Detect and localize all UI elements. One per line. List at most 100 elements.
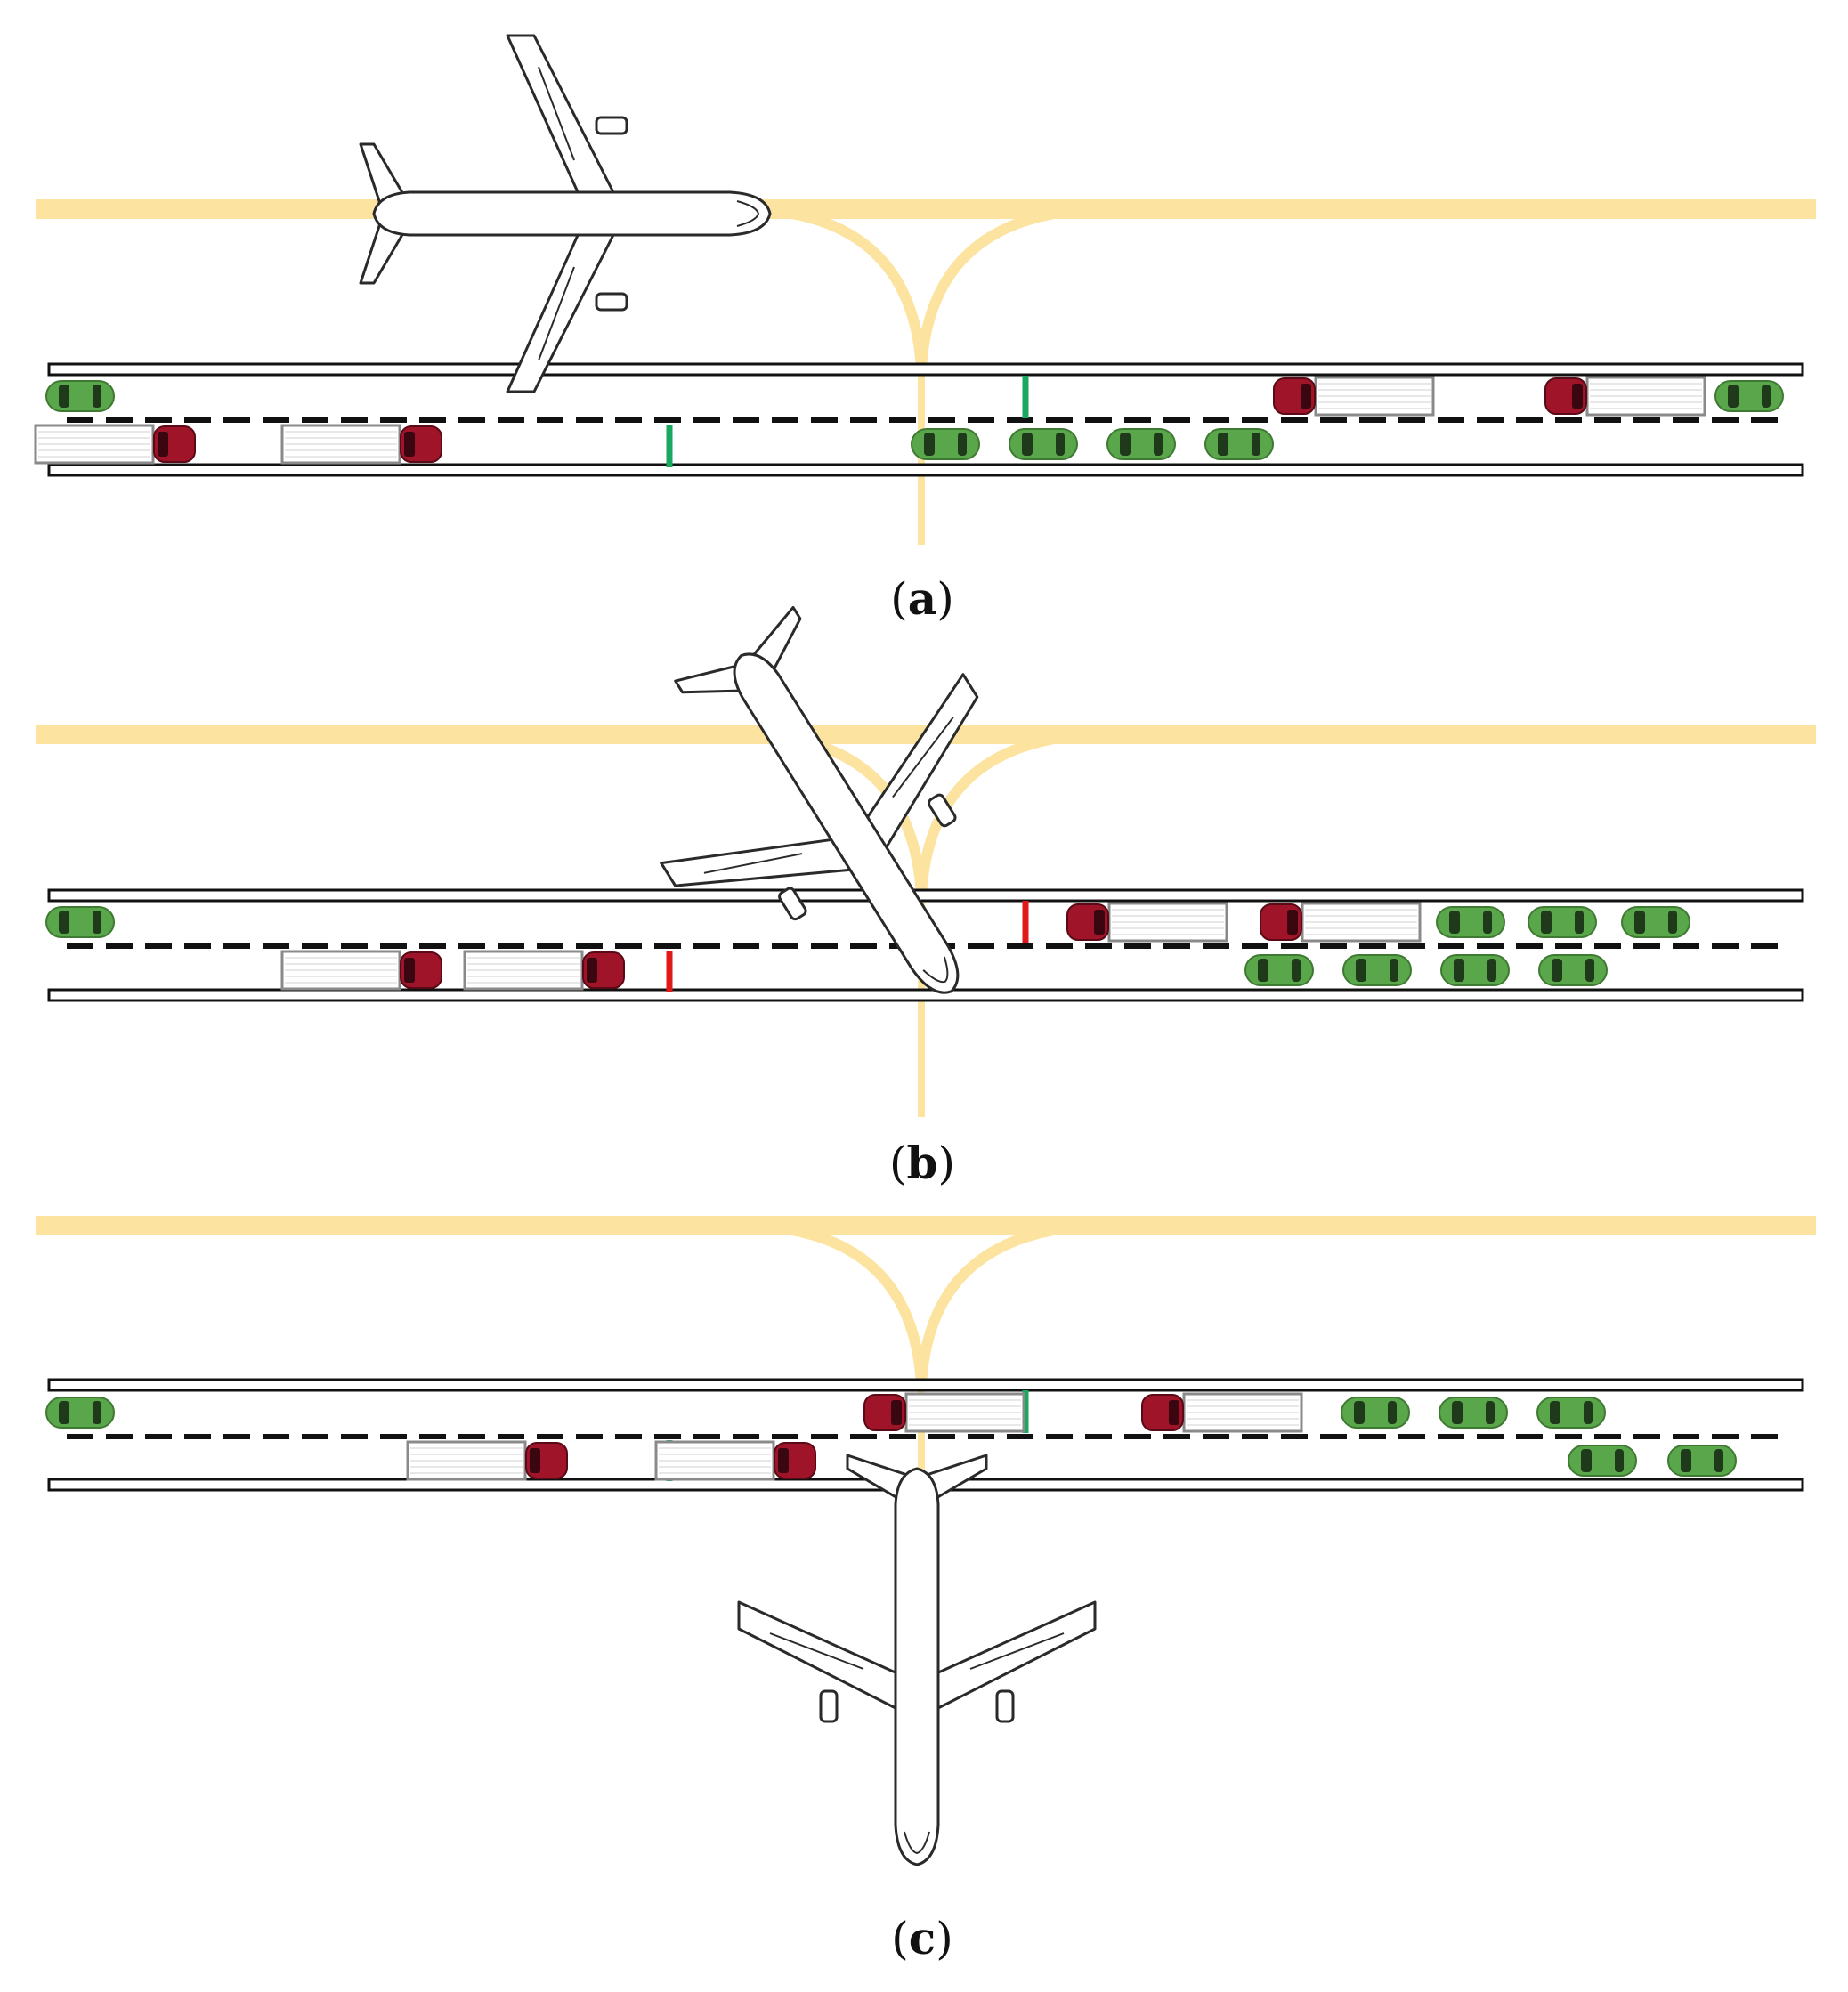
truck-windshield [587, 958, 597, 983]
panel-label-a: (a) [890, 572, 953, 625]
truck-windshield [158, 432, 168, 457]
label-paren-open: ( [889, 1138, 907, 1189]
truck-windshield [404, 432, 415, 457]
road-edge-north [47, 362, 1804, 377]
truck [280, 424, 442, 465]
truck [406, 1440, 568, 1481]
aircraft [737, 1454, 1097, 1866]
truck [1273, 376, 1435, 417]
car-body [1342, 954, 1412, 986]
car-window [1584, 1401, 1593, 1424]
car-window [59, 385, 69, 408]
car [1204, 428, 1274, 460]
car-body [1538, 954, 1608, 986]
car-window [1486, 1401, 1495, 1424]
car-window [1056, 433, 1065, 456]
left-wing [506, 34, 616, 196]
car-body [1536, 1397, 1606, 1429]
car-body [45, 1397, 115, 1429]
truck [280, 950, 442, 991]
car-window [1728, 385, 1739, 408]
truck [1141, 1392, 1303, 1433]
car-window [1483, 911, 1492, 934]
label-paren-close: ) [936, 573, 954, 625]
truck [463, 950, 625, 991]
truck-windshield [1287, 910, 1298, 935]
car [1440, 954, 1510, 986]
car-window [1714, 1449, 1723, 1472]
car-window [924, 433, 935, 456]
truck [1544, 376, 1706, 417]
car-window [1390, 959, 1398, 982]
car [1714, 380, 1784, 412]
car-body [1667, 1445, 1737, 1477]
truck-windshield [891, 1400, 902, 1425]
car-window [1292, 959, 1301, 982]
car-window [1354, 1401, 1365, 1424]
car-window [1541, 911, 1552, 934]
cockpit-line [736, 200, 760, 227]
truck-windshield [1169, 1400, 1179, 1425]
right-engine [778, 887, 807, 921]
car [45, 380, 115, 412]
car [1538, 954, 1608, 986]
truck [1066, 902, 1228, 943]
car-window [1615, 1449, 1624, 1472]
truck-windshield [1094, 910, 1105, 935]
left-wing [935, 1600, 1097, 1711]
truck-windshield [404, 958, 415, 983]
panel-label-c: (c) [891, 1912, 952, 1964]
car-window [1487, 959, 1496, 982]
car-body [1568, 1445, 1637, 1477]
car [1667, 1445, 1737, 1477]
car-window [93, 911, 101, 934]
car-window [93, 385, 101, 408]
taxiway-branch-left [751, 1220, 927, 1386]
cockpit-line [904, 1831, 930, 1855]
car [1244, 954, 1314, 986]
car [1342, 954, 1412, 986]
car-window [1454, 959, 1464, 982]
truck-windshield [530, 1448, 540, 1473]
taxiway-branch-right [916, 204, 1096, 370]
truck [34, 424, 196, 465]
label-paren-close: ) [937, 1138, 955, 1189]
car-window [1550, 1401, 1560, 1424]
car-body [1528, 906, 1597, 938]
cockpit-line [922, 956, 949, 984]
car-body [1204, 428, 1274, 460]
car-body [1436, 906, 1505, 938]
car [911, 428, 980, 460]
truck [863, 1392, 1025, 1433]
road-edge-north [47, 1378, 1804, 1392]
car-window [1218, 433, 1228, 456]
car-window [59, 911, 69, 934]
right-engine [819, 1689, 839, 1723]
label-letter: a [908, 572, 936, 625]
car-window [1762, 385, 1771, 408]
wing-flap-line [703, 853, 803, 874]
car-window [1258, 959, 1268, 982]
truck [1260, 902, 1422, 943]
label-letter: b [907, 1137, 938, 1189]
left-engine [995, 1689, 1015, 1723]
car-window [1452, 1401, 1463, 1424]
car [1568, 1445, 1637, 1477]
road-edge-south [47, 988, 1804, 1002]
car [1621, 906, 1690, 938]
right-engine [595, 292, 628, 312]
left-engine [928, 793, 957, 828]
aircraft [359, 34, 772, 393]
aircraft [660, 605, 979, 994]
car-window [1449, 911, 1460, 934]
car [1439, 1397, 1508, 1429]
car-window [1388, 1401, 1397, 1424]
panel-c: (c) [36, 1216, 1816, 1964]
car-body [911, 428, 980, 460]
car-body [1440, 954, 1510, 986]
car [1341, 1397, 1410, 1429]
car-window [1575, 911, 1584, 934]
car-window [1668, 911, 1677, 934]
car-window [1552, 959, 1562, 982]
